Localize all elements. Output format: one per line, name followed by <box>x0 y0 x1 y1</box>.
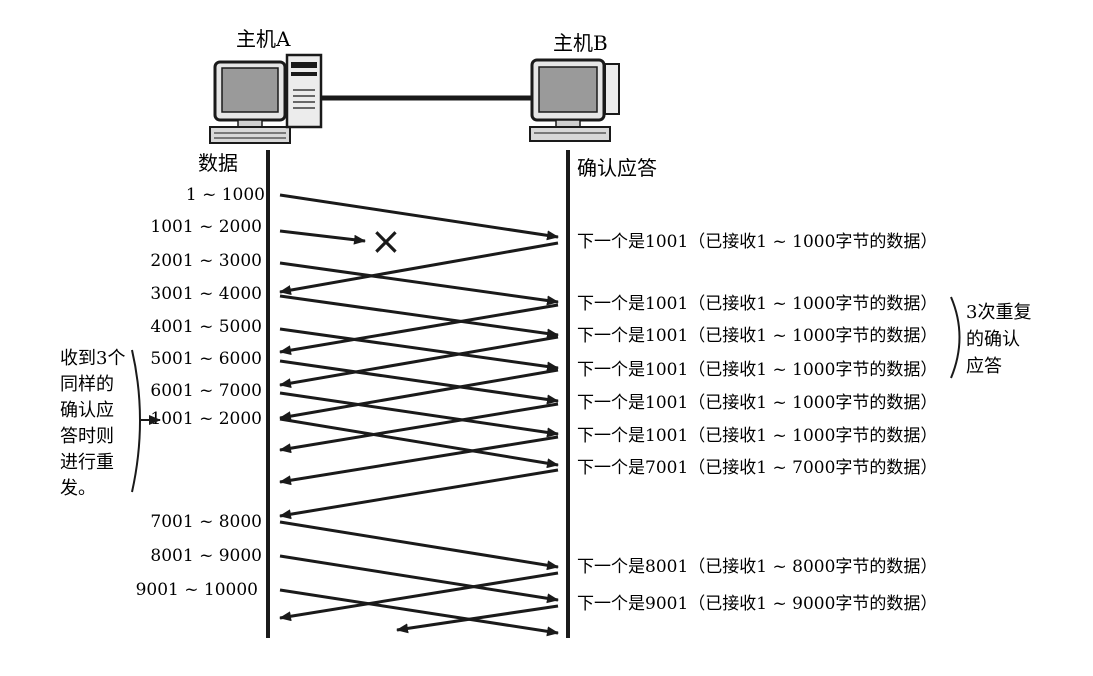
data-arrows <box>279 193 559 637</box>
segment-label: 4001 ~ 5000 <box>150 317 262 337</box>
ack-label: 下一个是1001（已接收1 ~ 1000字节的数据） <box>577 326 937 346</box>
segment-label-retransmit: 1001 ~ 2000 <box>150 409 262 429</box>
data-arrow <box>279 554 559 604</box>
packet-lost-mark: × <box>370 219 402 263</box>
ack-label: 下一个是1001（已接收1 ~ 1000字节的数据） <box>577 360 937 380</box>
host-a-computer-icon <box>209 53 323 144</box>
data-arrow <box>279 391 559 438</box>
segment-label: 3001 ~ 4000 <box>150 284 262 304</box>
segment-label: 7001 ~ 8000 <box>150 512 262 532</box>
ack-arrows <box>279 241 559 634</box>
left-note-line: 收到3个 <box>60 348 125 369</box>
segment-label: 9001 ~ 10000 <box>136 580 258 600</box>
ack-label: 下一个是1001（已接收1 ~ 1000字节的数据） <box>577 426 937 446</box>
data-column-heading: 数据 <box>198 151 238 175</box>
right-note-line: 的确认 <box>966 329 1020 350</box>
segment-label: 8001 ~ 9000 <box>150 546 262 566</box>
ack-arrow <box>279 335 559 389</box>
left-note-line: 同样的 <box>60 374 114 395</box>
ack-labels: 下一个是1001（已接收1 ~ 1000字节的数据） 下一个是1001（已接收1… <box>577 232 937 614</box>
ack-label: 下一个是1001（已接收1 ~ 1000字节的数据） <box>577 294 937 314</box>
host-b-computer-icon <box>529 58 620 142</box>
right-note-line: 3次重复 <box>966 302 1031 323</box>
data-arrow <box>279 588 559 637</box>
left-note: 收到3个 同样的 确认应 答时则 进行重 发。 <box>60 348 161 499</box>
ack-arrow <box>279 241 559 296</box>
ack-arrow <box>279 303 559 356</box>
ack-arrow <box>279 571 559 622</box>
data-arrow <box>279 327 559 372</box>
host-b-label: 主机B <box>553 31 608 55</box>
segment-label: 5001 ~ 6000 <box>150 349 262 369</box>
left-note-line: 发。 <box>60 478 96 499</box>
right-note-line: 应答 <box>966 356 1002 377</box>
data-arrow <box>279 294 559 339</box>
data-arrow <box>279 520 559 571</box>
ack-label: 下一个是1001（已接收1 ~ 1000字节的数据） <box>577 393 937 413</box>
left-note-line: 确认应 <box>60 400 114 421</box>
segment-label: 6001 ~ 7000 <box>150 381 262 401</box>
data-arrow <box>279 193 559 241</box>
ack-label: 下一个是9001（已接收1 ~ 9000字节的数据） <box>577 594 937 614</box>
ack-arrow <box>396 604 559 634</box>
lost-data-arrow <box>279 229 366 245</box>
ack-arrow <box>279 435 559 486</box>
left-note-line: 进行重 <box>60 452 114 473</box>
left-note-line: 答时则 <box>60 426 114 447</box>
retransmit-data-arrow <box>279 417 559 469</box>
data-arrow <box>279 261 559 306</box>
host-a-label: 主机A <box>236 27 291 51</box>
ack-label: 下一个是8001（已接收1 ~ 8000字节的数据） <box>577 557 937 577</box>
ack-label: 下一个是1001（已接收1 ~ 1000字节的数据） <box>577 232 937 252</box>
segment-labels: 1 ~ 1000 1001 ~ 2000 2001 ~ 3000 3001 ~ … <box>136 185 265 600</box>
segment-label: 2001 ~ 3000 <box>150 251 262 271</box>
segment-label: 1 ~ 1000 <box>186 185 265 205</box>
segment-label: 1001 ~ 2000 <box>150 217 262 237</box>
ack-arrow <box>279 368 559 422</box>
left-note-bracket <box>131 349 141 493</box>
right-note: 3次重复 的确认 应答 <box>950 296 1031 379</box>
right-note-bracket <box>950 296 961 379</box>
ack-arrow <box>279 402 559 454</box>
ack-column-heading: 确认应答 <box>577 156 657 180</box>
data-arrow <box>279 359 559 405</box>
ack-arrow <box>279 468 559 520</box>
ack-label: 下一个是7001（已接收1 ~ 7000字节的数据） <box>577 458 937 478</box>
